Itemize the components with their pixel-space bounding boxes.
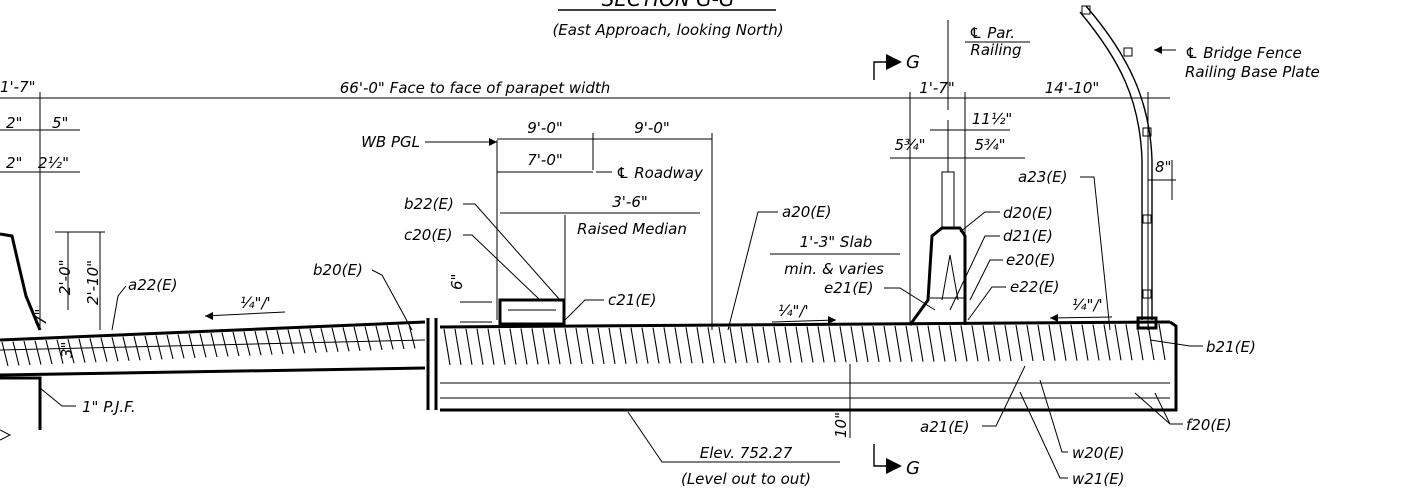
dim-left-d4: 2½" [38, 154, 69, 172]
label-raised-median: Raised Median [577, 220, 687, 238]
label-pjf: 1" P.J.F. [82, 398, 136, 416]
dim-overall-width: 66'-0" Face to face of parapet width [340, 79, 610, 97]
label-e21: e21(E) [824, 279, 874, 297]
slope-1: ¼"/' [240, 294, 271, 312]
svg-text:G: G [906, 458, 920, 479]
label-wb-pgl: WB PGL [361, 133, 420, 151]
slope-labels: ¼"/' ¼"/' ¼"/' [204, 294, 1113, 324]
label-w21: w21(E) [1072, 470, 1125, 488]
dim-parapet-53b: 5¾" [975, 136, 1006, 154]
dim-median-36: 3'-6" [612, 193, 648, 211]
deck-hatching-left [1, 324, 416, 367]
left-dimensions: 2" 5" 2" 2½" 2'-0" 2'-10" 3" 7" [0, 114, 105, 358]
bridge-fence: ℄ Bridge Fence Railing Base Plate [1079, 5, 1320, 330]
section-marker-top: G [873, 52, 920, 80]
dim-median-6: 6" [448, 274, 466, 290]
label-e20: e20(E) [1006, 251, 1056, 269]
label-c20: c20(E) [404, 226, 453, 244]
label-railing: Railing [970, 41, 1021, 59]
label-e22: e22(E) [1010, 278, 1060, 296]
label-b22: b22(E) [404, 195, 454, 213]
misc-labels: 1" P.J.F. 10" Elev. 752.27 (Level out to… [39, 364, 851, 488]
label-slab-1: 1'-3" Slab [800, 233, 873, 251]
dim-right-overhang: 14'-10" [1045, 79, 1100, 97]
dim-parapet-53a: 5¾" [895, 136, 926, 154]
label-d21: d21(E) [1003, 227, 1053, 245]
label-a20: a20(E) [782, 203, 831, 221]
label-a23: a23(E) [1018, 168, 1067, 186]
dim-left-h2: 2'-10" [84, 260, 102, 305]
dim-median-9b: 9'-0" [634, 119, 670, 137]
label-a21: a21(E) [920, 418, 969, 436]
right-parapet [908, 120, 967, 326]
label-cl-par: ℄ Par. [969, 24, 1015, 42]
raised-median [496, 140, 566, 326]
label-f20: f20(E) [1186, 416, 1232, 434]
dim-left-d1: 2" [6, 114, 22, 132]
dim-fence-8: 8" [1155, 158, 1171, 176]
parapet-dimensions: ℄ Par. Railing 5¾" 5¾" 11½" 8" [890, 20, 1176, 200]
dim-left-h1: 2'-0" [56, 259, 74, 295]
slope-3: ¼"/' [1072, 296, 1103, 314]
label-w20: w20(E) [1072, 444, 1125, 462]
label-d20: d20(E) [1003, 204, 1053, 222]
section-marker-bottom: G [873, 444, 920, 479]
label-level: (Level out to out) [681, 470, 811, 488]
label-b20: b20(E) [313, 261, 363, 279]
dim-10: 10" [832, 412, 850, 438]
rebar-labels: a22(E) b20(E) b22(E) c20(E) c21(E) a20(E… [111, 168, 1256, 488]
section-title: SECTION G-G [602, 0, 735, 11]
dim-median-7: 7'-0" [527, 151, 563, 169]
dim-left-d3: 2" [6, 154, 22, 172]
deck-slab [0, 318, 1178, 441]
label-fence-1: ℄ Bridge Fence [1185, 44, 1302, 62]
median-dimensions: WB PGL 9'-0" 9'-0" 7'-0" ℄ Roadway 3'-6"… [361, 119, 713, 330]
dim-parapet-11: 11½" [972, 110, 1013, 128]
left-parapet [0, 232, 42, 331]
dim-median-9a: 9'-0" [527, 119, 563, 137]
label-fence-2: Railing Base Plate [1185, 63, 1320, 81]
label-roadway: ℄ Roadway [616, 164, 704, 182]
label-c21: c21(E) [608, 291, 657, 309]
section-subtitle: (East Approach, looking North) [552, 21, 783, 39]
dim-left-d2: 5" [52, 114, 68, 132]
label-a22: a22(E) [128, 276, 177, 294]
dim-left-partial: 1'-7" [0, 78, 36, 96]
svg-text:G: G [906, 52, 920, 73]
label-b21: b21(E) [1206, 338, 1256, 356]
slope-2: ¼"/' [778, 302, 809, 320]
label-elev: Elev. 752.27 [700, 444, 793, 462]
deck-hatching-right [443, 323, 1166, 366]
label-slab-2: min. & varies [784, 260, 884, 278]
dim-right-parapet: 1'-7" [919, 79, 955, 97]
